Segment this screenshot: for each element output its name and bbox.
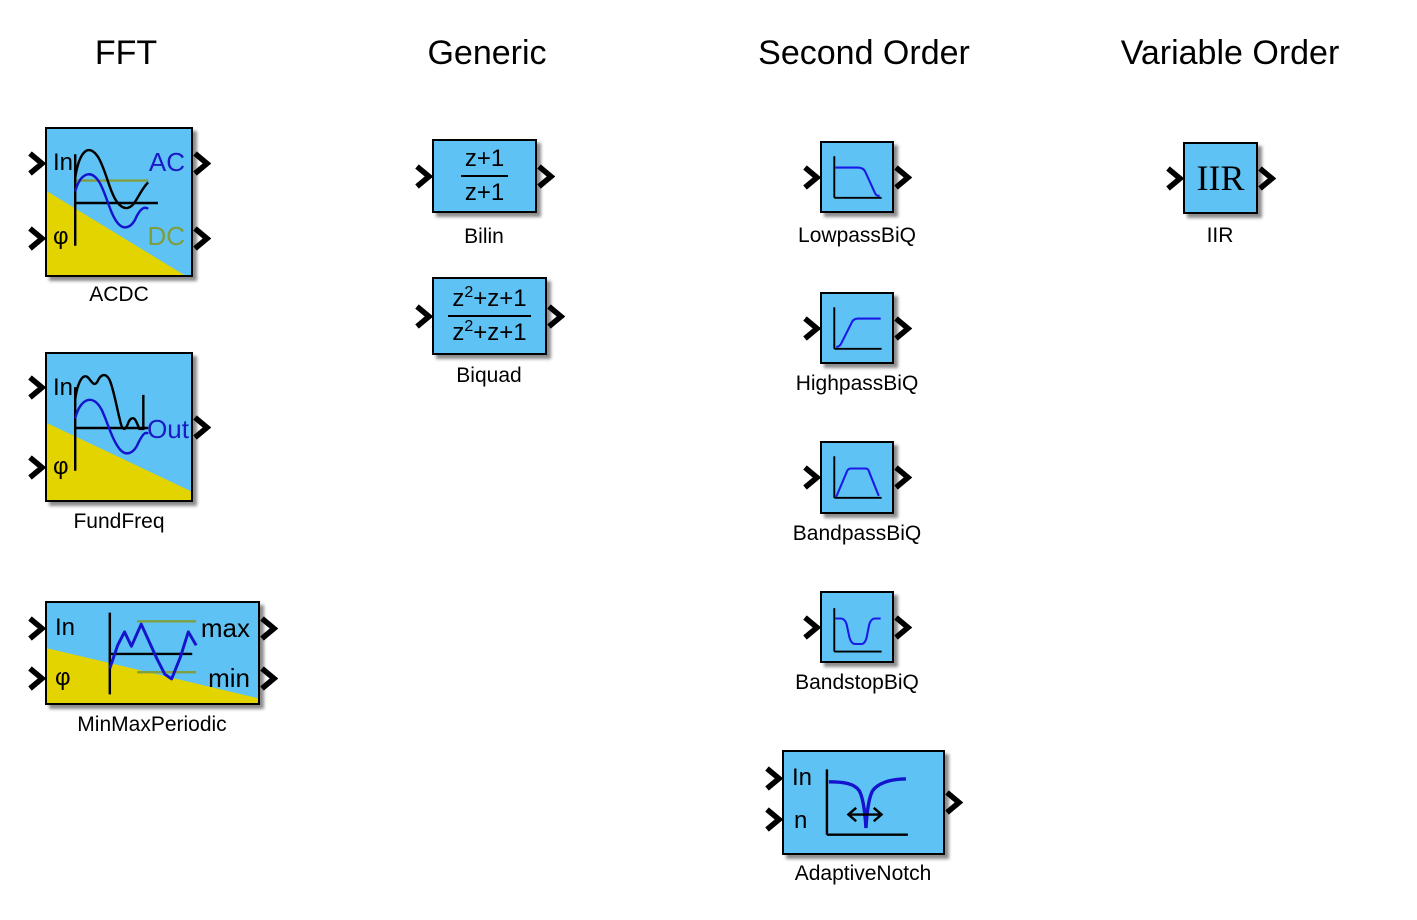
adaptivenotch-input-port-n-icon — [765, 807, 783, 832]
bilin-transfer-function: z+1 z+1 — [460, 145, 509, 207]
port-label-dc: DC — [147, 221, 185, 251]
section-header-fft: FFT — [94, 34, 158, 72]
lowpass-response-icon — [833, 156, 882, 199]
section-header-second-order: Second Order — [758, 34, 970, 72]
block-label-biquad: Biquad — [456, 364, 522, 387]
section-header-variable-order: Variable Order — [1120, 34, 1340, 72]
bandpass-response-icon — [833, 456, 882, 499]
block-bilin[interactable]: z+1 z+1 — [432, 139, 537, 213]
bandpassbiq-output-port-icon — [894, 465, 912, 490]
adaptivenotch-input-port-in-icon — [765, 766, 783, 791]
bilin-denominator: z+1 — [464, 179, 505, 206]
block-label-adaptivenotch: AdaptiveNotch — [794, 862, 932, 885]
biquad-input-port-icon — [415, 304, 433, 329]
fundfreq-input-port-in-icon — [28, 375, 46, 400]
bilin-numerator: z+1 — [460, 145, 509, 177]
fundfreq-output-port-icon — [193, 415, 211, 440]
minmax-waveform-icon — [47, 612, 258, 703]
fundfreq-input-port-phi-icon — [28, 455, 46, 480]
biquad-output-port-icon — [547, 304, 565, 329]
block-label-bandpassbiq: BandpassBiQ — [792, 522, 922, 545]
block-adaptivenotch[interactable]: In n — [782, 750, 945, 855]
iir-input-port-icon — [1166, 166, 1184, 191]
block-minmaxperiodic[interactable]: In φ max min — [45, 601, 260, 705]
highpassbiq-input-port-icon — [803, 316, 821, 341]
bandstopbiq-output-port-icon — [894, 615, 912, 640]
block-label-minmaxperiodic: MinMaxPeriodic — [77, 713, 227, 736]
acdc-input-port-phi-icon — [28, 226, 46, 251]
block-label-iir: IIR — [1206, 224, 1234, 247]
port-label-n: n — [794, 807, 808, 834]
block-label-highpassbiq: HighpassBiQ — [795, 372, 919, 395]
block-bandstopbiq[interactable] — [820, 591, 894, 663]
highpassbiq-output-port-icon — [894, 316, 912, 341]
block-label-bandstopbiq: BandstopBiQ — [795, 671, 919, 694]
lowpassbiq-input-port-icon — [803, 165, 821, 190]
bilin-output-port-icon — [537, 164, 555, 189]
bandstop-response-icon — [833, 608, 882, 653]
block-label-bilin: Bilin — [464, 225, 504, 248]
acdc-output-port-dc-icon — [193, 226, 211, 251]
bandstopbiq-input-port-icon — [803, 615, 821, 640]
port-label-in: In — [55, 614, 76, 641]
minmax-input-port-phi-icon — [28, 666, 46, 691]
port-label-max: max — [200, 613, 250, 643]
port-label-in: In — [53, 374, 74, 401]
biquad-transfer-function: z2+z+1 z2+z+1 — [448, 285, 531, 347]
bilin-input-port-icon — [415, 164, 433, 189]
port-label-phi: φ — [53, 453, 69, 480]
block-bandpassbiq[interactable] — [820, 441, 894, 514]
notch-shift-arrow-icon — [846, 806, 884, 823]
bandpassbiq-input-port-icon — [803, 465, 821, 490]
iir-icon-text: IIR — [1196, 158, 1245, 198]
block-highpassbiq[interactable] — [820, 292, 894, 364]
block-lowpassbiq[interactable] — [820, 141, 894, 213]
block-label-fundfreq: FundFreq — [73, 510, 165, 533]
biquad-denominator: z2+z+1 — [452, 318, 527, 347]
fundfreq-waveform-icon — [47, 373, 191, 500]
acdc-input-port-in-icon — [28, 151, 46, 176]
minmax-output-port-min-icon — [260, 666, 278, 691]
port-label-phi: φ — [55, 664, 71, 691]
iir-output-port-icon — [1258, 166, 1276, 191]
acdc-waveform-icon — [47, 149, 185, 275]
block-acdc[interactable]: In φ AC DC — [45, 127, 193, 277]
block-fundfreq[interactable]: In φ Out — [45, 352, 193, 502]
lowpassbiq-output-port-icon — [894, 165, 912, 190]
port-label-in: In — [792, 764, 813, 791]
port-label-in: In — [53, 149, 74, 176]
adaptive-notch-response-icon — [825, 769, 908, 836]
port-label-phi: φ — [53, 223, 69, 250]
block-iir[interactable]: IIR — [1183, 142, 1258, 214]
minmax-input-port-in-icon — [28, 616, 46, 641]
adaptivenotch-output-port-icon — [945, 790, 963, 815]
port-label-out: Out — [147, 414, 189, 444]
section-header-generic: Generic — [427, 34, 547, 72]
port-label-ac: AC — [148, 147, 185, 177]
highpass-response-icon — [833, 307, 882, 350]
biquad-numerator: z2+z+1 — [448, 285, 531, 317]
port-label-min: min — [208, 663, 250, 693]
block-label-lowpassbiq: LowpassBiQ — [798, 224, 916, 247]
acdc-output-port-ac-icon — [193, 151, 211, 176]
minmax-output-port-max-icon — [260, 616, 278, 641]
block-biquad[interactable]: z2+z+1 z2+z+1 — [432, 277, 547, 355]
block-label-acdc: ACDC — [89, 283, 149, 306]
